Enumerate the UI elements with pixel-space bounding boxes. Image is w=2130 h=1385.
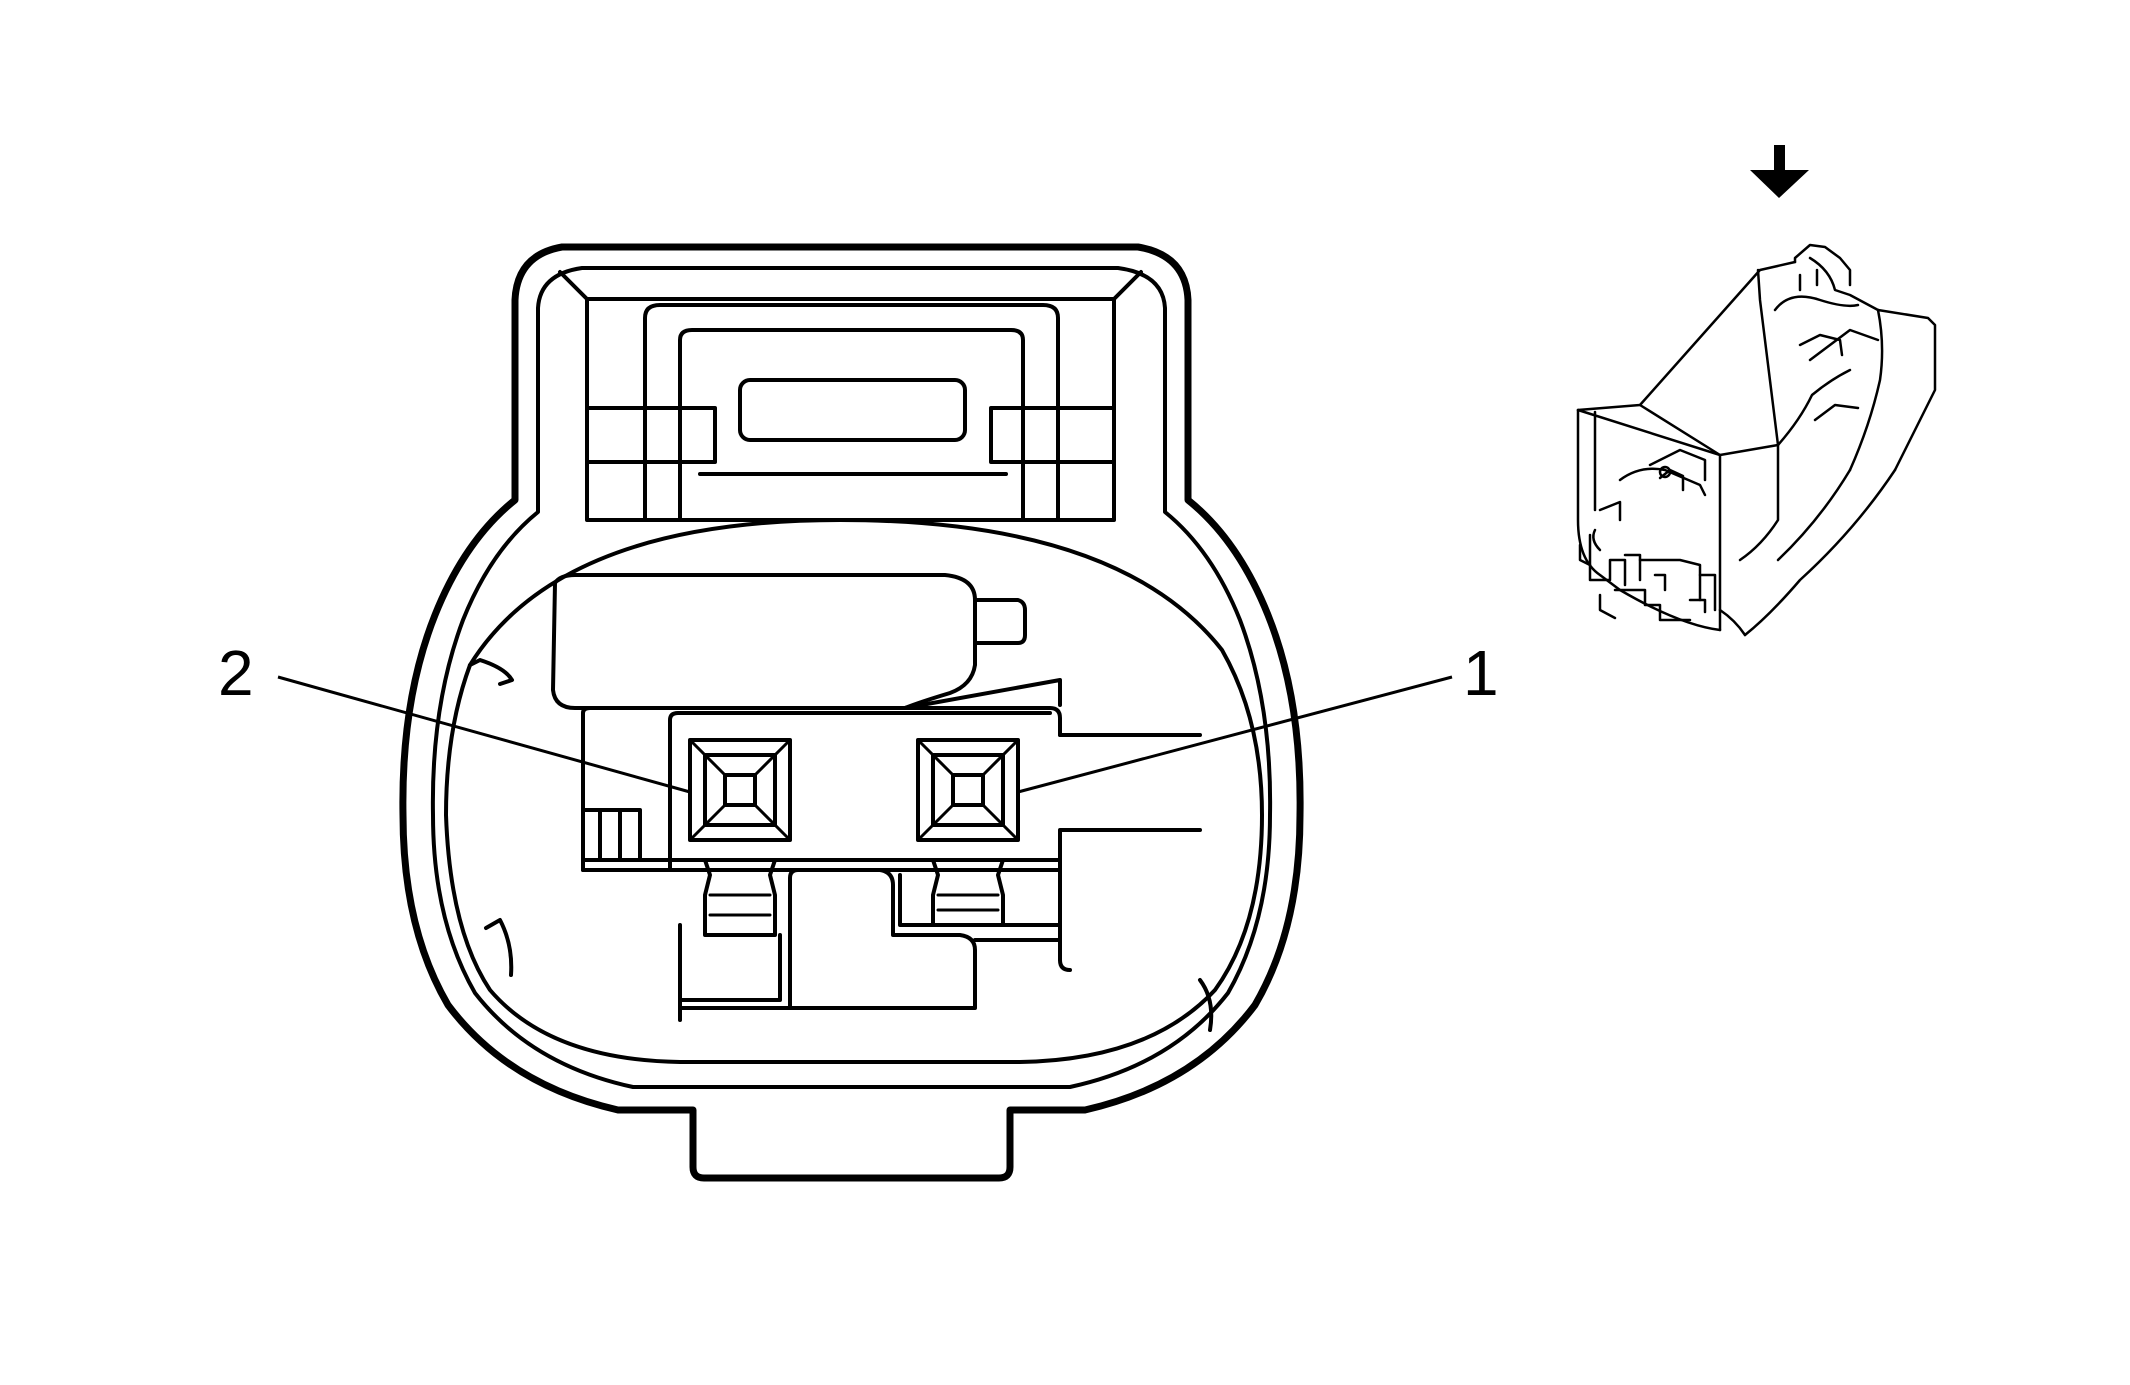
terminal-carrier-inner	[668, 711, 1052, 872]
connector-face-view	[399, 243, 1304, 1182]
pin-1-terminal-latch	[931, 858, 1005, 927]
chamfer-line	[1112, 270, 1143, 301]
cavity-outline	[444, 518, 1264, 1064]
carrier-left-steps	[581, 808, 642, 862]
pin-1-bevel	[981, 738, 1020, 777]
pin-2	[678, 738, 792, 1002]
pin-2-bevel	[688, 803, 727, 842]
pin-2-cavity-inner	[723, 773, 757, 807]
latch-body	[678, 328, 1025, 522]
pin-2-bevel	[753, 803, 792, 842]
pin-1-bevel	[916, 738, 955, 777]
top-window	[585, 297, 1116, 522]
lower-block-left	[678, 868, 977, 1010]
pin-2-terminal-base	[678, 933, 782, 1002]
pin-callouts	[277, 675, 1453, 794]
carrier-right-step	[1058, 733, 1202, 962]
pin-2-bevel	[688, 738, 727, 777]
latch-button	[738, 378, 967, 442]
pin-1	[898, 738, 1062, 927]
pin-2-cavity-mid	[703, 753, 777, 827]
pin-2-terminal-latch	[703, 858, 777, 937]
upper-key-tab	[973, 598, 1027, 645]
pin-1-bevel	[981, 803, 1020, 842]
pin-1-cavity-mid	[931, 753, 1005, 827]
housing-inner-outline	[430, 266, 1273, 1089]
latch-frame	[643, 303, 1060, 522]
lower-block-right	[973, 938, 1072, 972]
pin-2-leader-line	[277, 675, 691, 794]
pin-2-cavity-outer	[688, 738, 792, 842]
left-notch-lower	[484, 918, 514, 977]
pin-2-bevel	[753, 738, 792, 777]
pin-2-label: 2	[218, 637, 254, 709]
pin-1-cavity-inner	[951, 773, 985, 807]
chamfer-line	[558, 270, 589, 301]
housing-outer-outline	[399, 243, 1304, 1182]
pin-1-cavity-outer	[916, 738, 1020, 842]
right-notch-lower	[1198, 978, 1214, 1032]
upper-key-step	[903, 678, 1062, 710]
upper-key-outline	[551, 573, 977, 710]
pin-1-terminal-base	[898, 873, 1062, 927]
latch-notch	[698, 406, 1008, 464]
pin-1-label: 1	[1463, 637, 1499, 709]
terminal-carrier	[581, 706, 1062, 872]
pin-1-leader-line	[1017, 675, 1453, 794]
pin-1-bevel	[916, 803, 955, 842]
view-direction-arrow-icon	[1750, 145, 1809, 198]
left-notch-upper	[468, 658, 514, 686]
connector-3d-view-icon	[1576, 243, 1937, 637]
